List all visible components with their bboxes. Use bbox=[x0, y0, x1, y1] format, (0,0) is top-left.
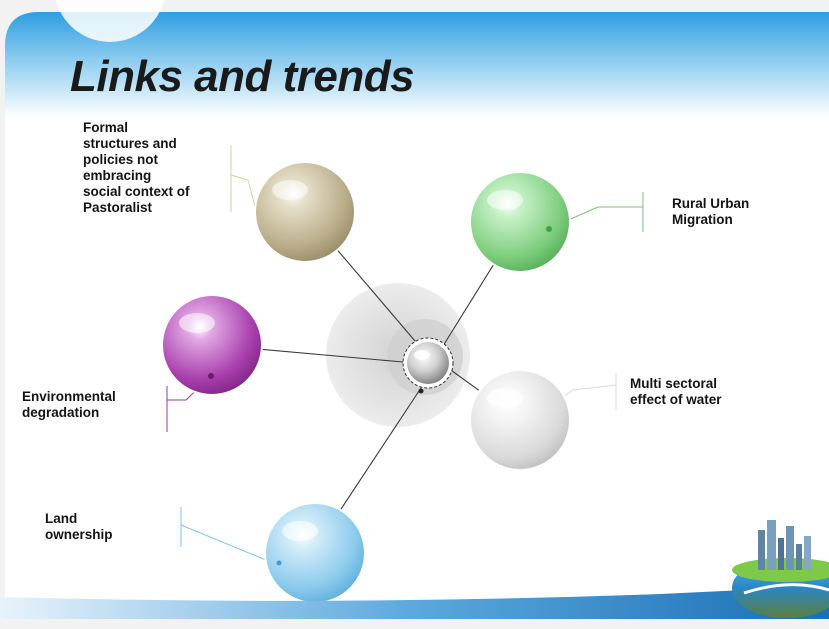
node-hub bbox=[402, 337, 454, 394]
header-decoration bbox=[55, 0, 165, 42]
node-rural bbox=[469, 171, 571, 273]
node-label-environmental-degradation: Environmental degradation bbox=[22, 389, 116, 420]
globe-city-decoration bbox=[732, 520, 829, 618]
node-env bbox=[161, 294, 263, 396]
callout-land bbox=[180, 524, 279, 566]
node-label-formal-structures: Formal structures and policies not embra… bbox=[83, 120, 190, 215]
node-formal bbox=[254, 161, 356, 263]
footer-band bbox=[0, 586, 829, 620]
node-land bbox=[264, 502, 366, 604]
header-band bbox=[5, 12, 829, 118]
node-label-multi-sectoral: Multi sectoral effect of water bbox=[630, 376, 722, 407]
slide-title: Links and trends bbox=[70, 52, 415, 101]
node-multi bbox=[469, 369, 571, 471]
node-label-rural-urban-migration: Rural Urban Migration bbox=[672, 196, 750, 227]
node-label-land-ownership: Land ownership bbox=[45, 511, 113, 542]
